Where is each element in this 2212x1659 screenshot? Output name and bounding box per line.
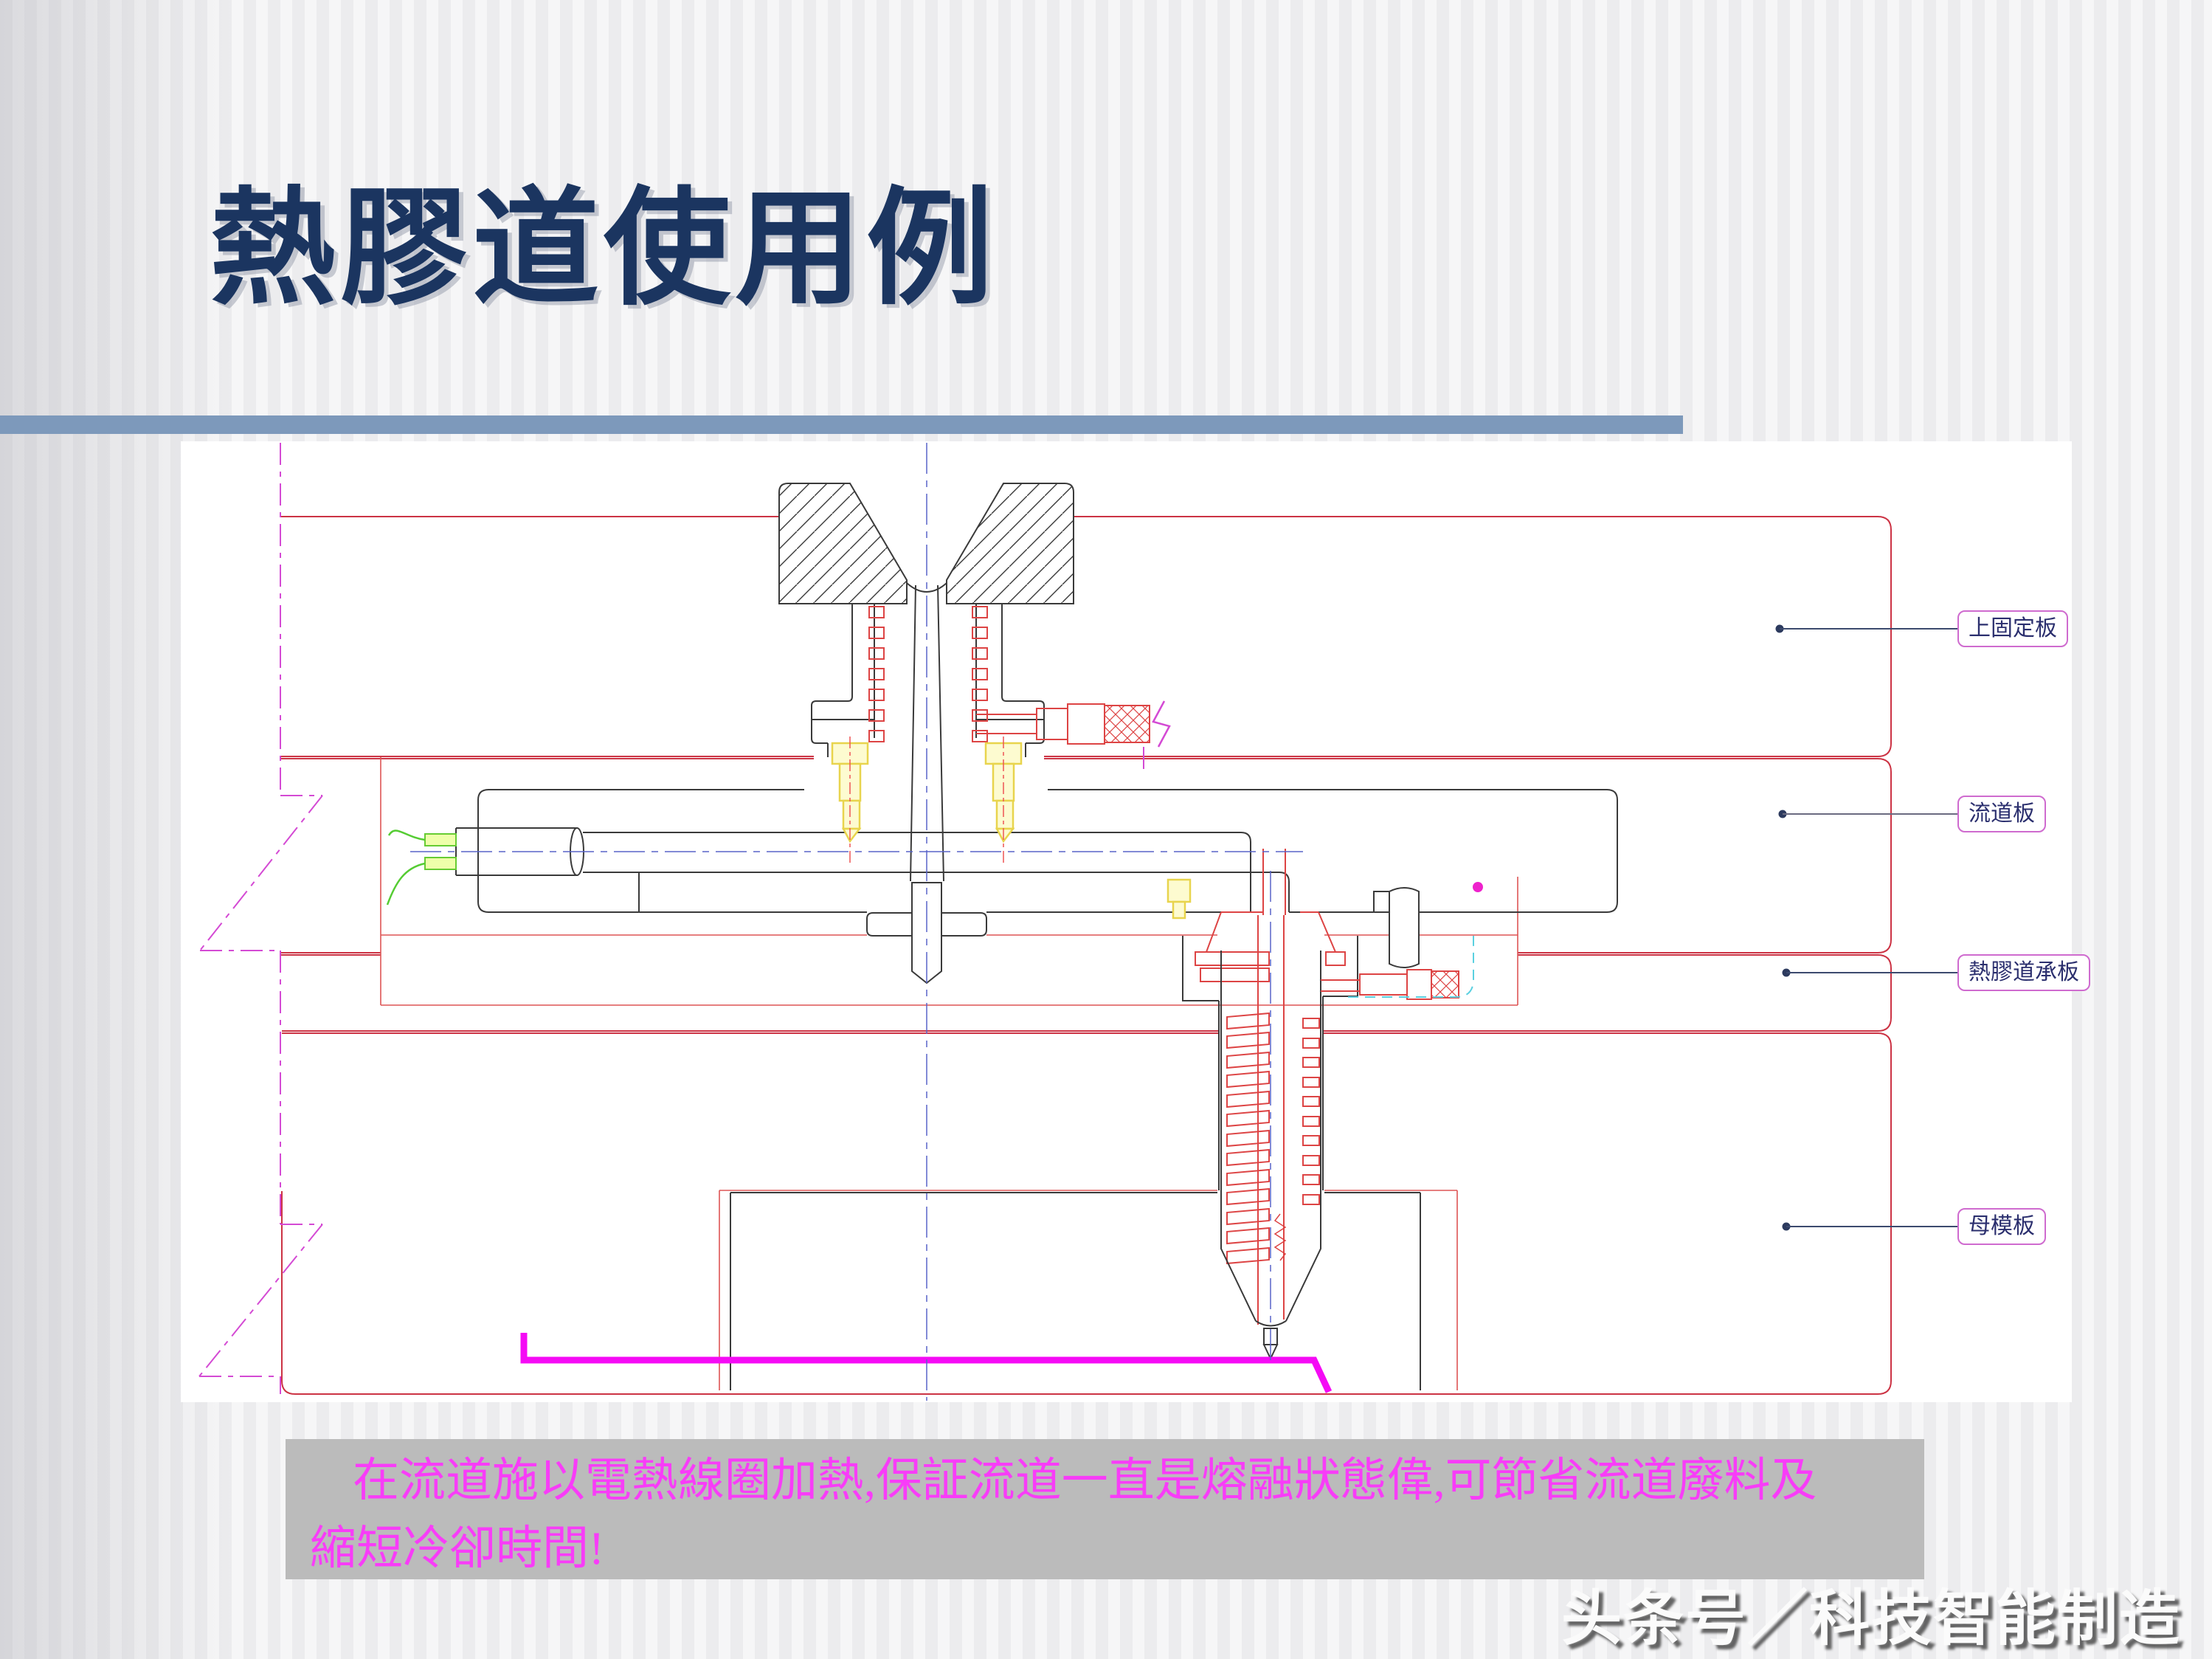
nozzle-connector [1321, 969, 1459, 1000]
hot-runner-nozzle [1195, 849, 1346, 1361]
caption-banner: 在流道施以電熱線圈加熱,保証流道一直是熔融狀態偉,可節省流道廢料及 縮短冷卻時間… [286, 1439, 1924, 1579]
screw-axes [849, 737, 1004, 865]
label-leaders [1775, 624, 1957, 1231]
pocket-outlines-red [380, 757, 1518, 1390]
heater-wires [386, 830, 457, 906]
mold-black-geometry [455, 789, 1618, 1390]
molded-part-line [520, 1333, 1333, 1393]
sprue-bushing [778, 483, 1074, 882]
hot-runner-cad-diagram [181, 441, 2072, 1402]
watermark: 头条号／科技智能制造 [1561, 1585, 2181, 1652]
wire-route-dashed [1348, 936, 1474, 998]
title-divider-bar [0, 415, 1683, 434]
magenta-point-marker [1473, 882, 1483, 892]
caption-line-1: 在流道施以電熱線圈加熱,保証流道一直是熔融狀態偉,可節省流道廢料及 [353, 1455, 1817, 1506]
plate-label-hot-runner-backing-plate: 熱膠道承板 [1957, 954, 2090, 991]
plate-label-top-clamp-plate: 上固定板 [1957, 610, 2068, 647]
connector-break-mark [1152, 700, 1171, 748]
plate-label-runner-plate: 流道板 [1957, 796, 2046, 832]
centerlines [410, 443, 1303, 1401]
plate-label-cavity-plate: 母模板 [1957, 1208, 2046, 1245]
support-pillar [1373, 887, 1420, 968]
caption-line-2: 縮短冷卻時間! [310, 1522, 604, 1574]
page-title: 熱膠道使用例 [210, 178, 998, 320]
heater-bands [868, 606, 988, 742]
sprue-connector [976, 703, 1150, 745]
drawing-sheet [181, 441, 2072, 1402]
plate-outlines [280, 516, 1892, 1395]
break-lines [198, 443, 323, 1394]
